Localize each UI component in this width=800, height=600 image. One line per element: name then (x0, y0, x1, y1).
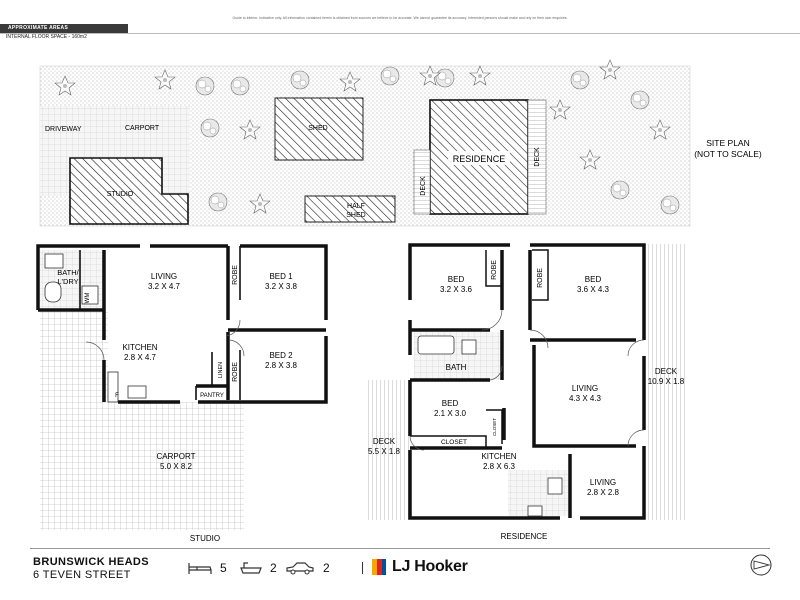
label-studio-robe-2: ROBE (232, 362, 239, 382)
label-site-residence: RESIDENCE (453, 154, 506, 164)
label-site-shed: SHED (308, 125, 327, 132)
label-res-bed-c-size: 2.1 X 3.0 (434, 409, 467, 418)
studio-sink (127, 385, 147, 399)
brand-logo: LJ Hooker (372, 558, 468, 576)
header-rule (0, 33, 800, 34)
label-studio-robe-1: ROBE (232, 265, 239, 285)
footer-rule (30, 548, 770, 549)
site-plan-title: SITE PLAN (706, 138, 749, 148)
site-deck-right (527, 99, 547, 215)
footer-bar: BRUNSWICK HEADS 6 TEVEN STREET 5 2 2 LJ … (0, 548, 800, 600)
approximate-areas-tag: APPROXIMATE AREAS (0, 24, 128, 33)
label-studio-wm: WM (85, 293, 91, 304)
residence-sink (527, 505, 543, 517)
label-studio-bath-2: L'DRY (57, 277, 78, 286)
footer-separator (362, 562, 363, 574)
label-res-bed-b-size: 3.6 X 4.3 (577, 285, 610, 294)
label-res-kitchen-size: 2.8 X 6.3 (483, 462, 516, 471)
disclaimer-text: Guide to interior. Indicative only. All … (232, 16, 568, 20)
label-half-shed-2: SHED (346, 212, 365, 219)
label-fridge: F (115, 393, 119, 399)
site-deck-left (413, 149, 431, 215)
label-res-bed-a-size: 3.2 X 3.6 (440, 285, 473, 294)
brand-name: LJ Hooker (392, 558, 468, 575)
studio-fridge (107, 371, 119, 403)
label-res-bed-a: BED (448, 275, 465, 284)
residence-caption: RESIDENCE (501, 532, 548, 541)
studio-caption: STUDIO (190, 534, 220, 543)
floor-plan-drawing: DRIVEWAY CARPORT STUDIO SHED HALF SHED R… (36, 59, 762, 543)
residence-basin (461, 339, 477, 355)
label-half-shed-1: HALF (347, 203, 365, 210)
label-studio-kitchen-size: 2.8 X 4.7 (124, 353, 157, 362)
label-res-living-b: LIVING (590, 478, 616, 487)
label-bed-1: BED 1 (269, 272, 293, 281)
site-half-shed (304, 195, 396, 223)
site-plan-subtitle: (NOT TO SCALE) (694, 149, 762, 159)
residence-plan: BED 3.2 X 3.6 ROBE ROBE BED 3.6 X 4.3 BA… (366, 243, 686, 541)
label-bed-2-size: 2.8 X 3.8 (265, 361, 298, 370)
internal-floor-space: INTERNAL FLOOR SPACE - 160m2 (6, 34, 87, 40)
label-studio-living-size: 3.2 X 4.7 (148, 282, 181, 291)
label-site-deck-left: DECK (420, 176, 427, 196)
label-res-deck-right: DECK (655, 367, 678, 376)
label-site-deck-right: DECK (534, 147, 541, 167)
label-res-bed-b: BED (585, 275, 602, 284)
address-suburb: BRUNSWICK HEADS (33, 556, 149, 568)
studio-side-paving (40, 310, 108, 530)
cars-count: 2 (323, 561, 330, 575)
label-site-carport: CARPORT (125, 125, 160, 132)
residence-deck-left (366, 380, 410, 520)
label-res-deck-left-size: 5.5 X 1.8 (368, 447, 401, 456)
label-res-closet-small: CLOSET (492, 418, 497, 436)
label-pantry: PANTRY (200, 393, 224, 399)
label-bed-1-size: 3.2 X 3.8 (265, 282, 298, 291)
label-studio-carport: CARPORT (157, 452, 196, 461)
label-res-robe-a: ROBE (491, 260, 498, 280)
label-res-living-a-size: 4.3 X 4.3 (569, 394, 602, 403)
studio-toilet (44, 281, 62, 303)
baths-count: 2 (270, 561, 277, 575)
studio-plan: BATH/ L'DRY WM LIVING 3.2 X 4.7 ROBE BED… (36, 244, 328, 543)
label-driveway: DRIVEWAY (45, 126, 82, 133)
label-res-deck-left: DECK (373, 437, 396, 446)
studio-basin (44, 253, 64, 269)
label-res-deck-right-size: 10.9 X 1.8 (648, 377, 685, 386)
feature-cars: 2 (285, 560, 330, 576)
residence-deck-right (646, 244, 686, 520)
label-studio-kitchen: KITCHEN (122, 343, 157, 352)
label-res-closet: CLOSET (441, 439, 467, 446)
label-site-studio: STUDIO (107, 191, 134, 198)
residence-label-bg (448, 151, 510, 165)
bed-icon (188, 563, 212, 574)
label-res-bath: BATH (446, 363, 467, 372)
label-res-living-a: LIVING (572, 384, 598, 393)
beds-count: 5 (220, 561, 227, 575)
feature-baths: 2 (240, 560, 277, 576)
bath-icon (240, 562, 262, 574)
site-shed (274, 97, 364, 161)
label-res-robe-b: ROBE (537, 268, 544, 288)
site-plan: DRIVEWAY CARPORT STUDIO SHED HALF SHED R… (39, 59, 762, 227)
label-studio-bath-1: BATH/ (57, 268, 79, 277)
studio-carport-floor (108, 402, 244, 530)
residence-stove (547, 477, 563, 495)
address-street: 6 TEVEN STREET (33, 569, 131, 581)
label-res-bed-c: BED (442, 399, 459, 408)
label-res-living-b-size: 2.8 X 2.8 (587, 488, 620, 497)
car-icon (286, 562, 314, 575)
residence-bathtub (417, 335, 455, 355)
north-compass-icon (750, 554, 772, 576)
header-banner: APPROXIMATE AREAS INTERNAL FLOOR SPACE -… (0, 0, 800, 40)
lj-hooker-mark-icon (372, 559, 386, 575)
site-studio (69, 157, 189, 225)
label-studio-living: LIVING (151, 272, 177, 281)
feature-beds: 5 (188, 560, 227, 576)
label-bed-2: BED 2 (269, 351, 293, 360)
studio-washing-machine (81, 285, 99, 305)
label-res-kitchen: KITCHEN (481, 452, 516, 461)
label-linen: LINEN (218, 362, 224, 378)
label-studio-carport-size: 5.0 X 8.2 (160, 462, 193, 471)
